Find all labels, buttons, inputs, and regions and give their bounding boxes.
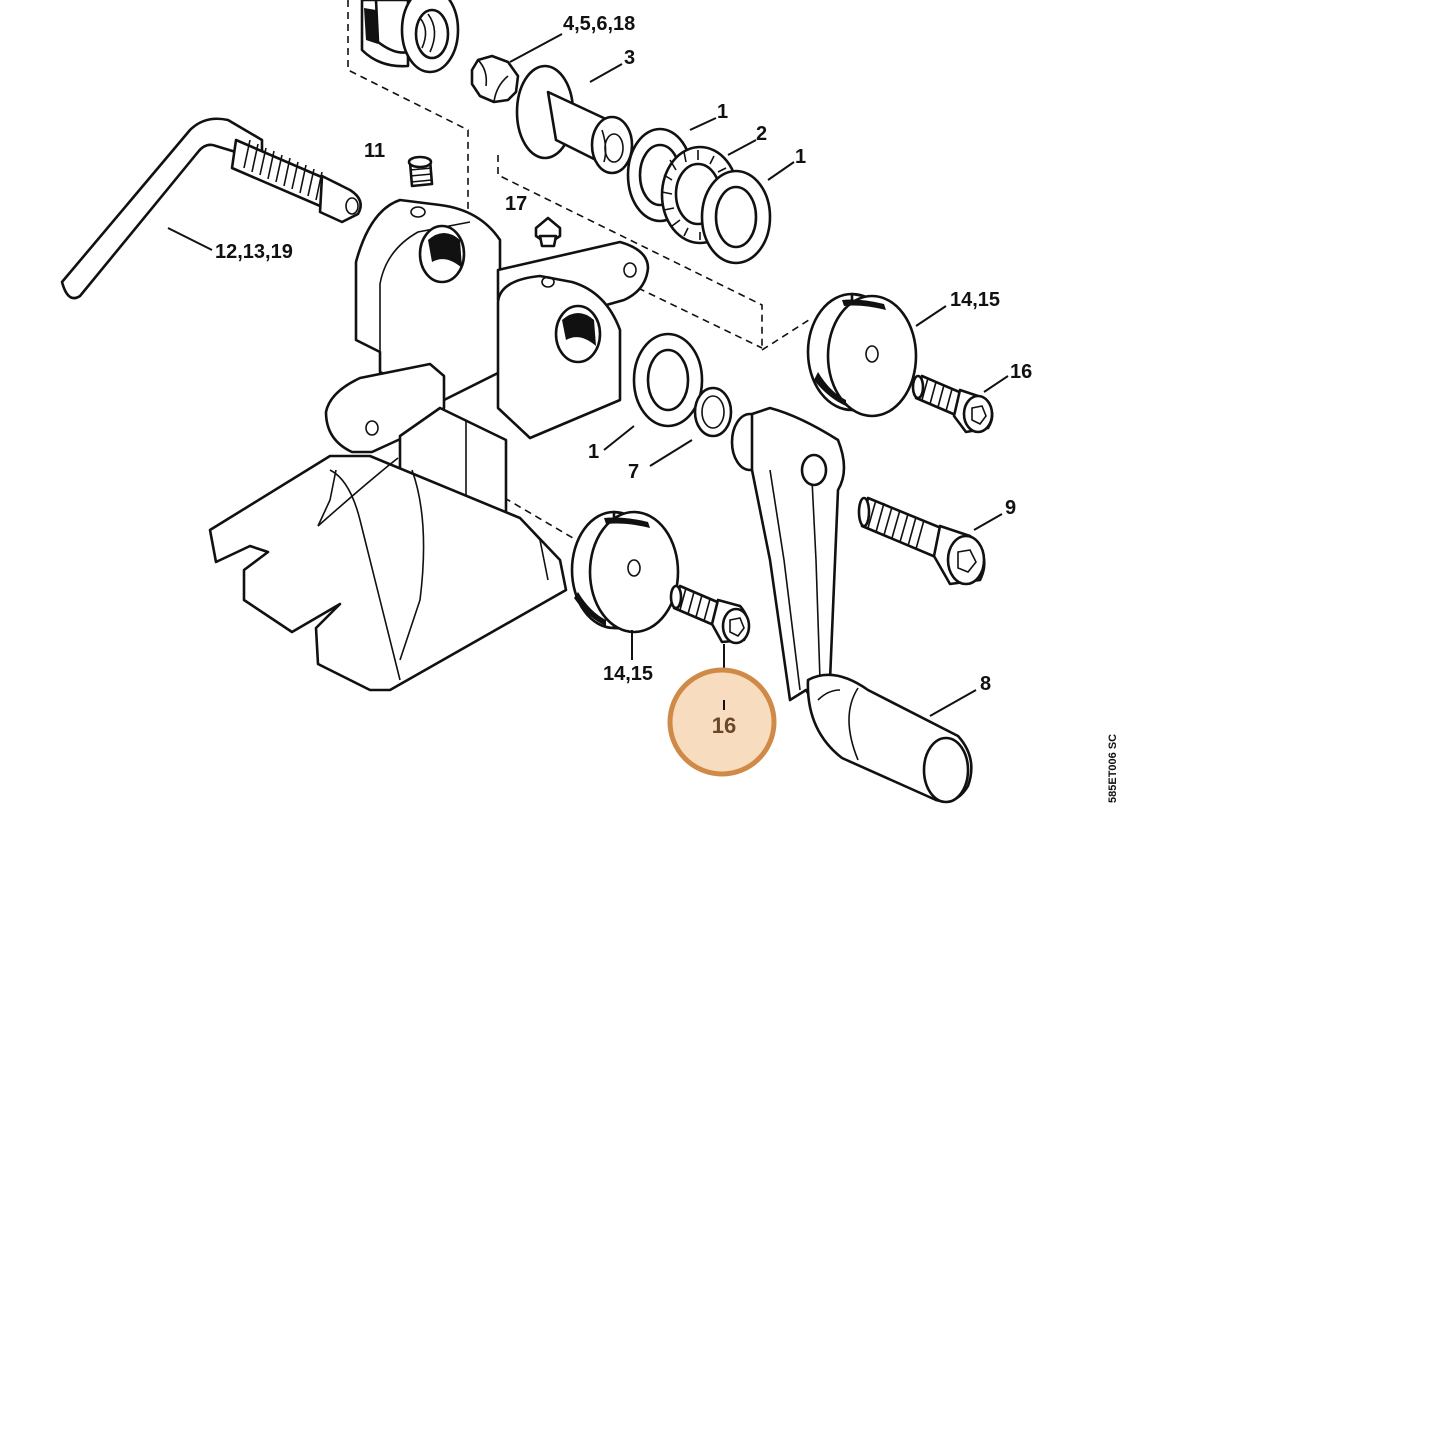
callout-labels: 4,5,6,18 3 1 2 1 11 17 12,13,19 14,15 16… xyxy=(215,13,1032,695)
threaded-bushing xyxy=(360,0,460,74)
cap-screw-long xyxy=(857,496,986,586)
pulley-upper xyxy=(806,292,918,418)
callout-14-15-upper: 14,15 xyxy=(950,289,1000,311)
callout-12-13-19: 12,13,19 xyxy=(215,241,293,263)
drawing-code: 585ET006 SC xyxy=(1107,734,1119,803)
crank-handle xyxy=(730,406,973,804)
stand-body xyxy=(208,198,650,692)
callout-7: 7 xyxy=(628,461,639,483)
spindle-bar xyxy=(60,117,362,300)
callout-17: 17 xyxy=(505,193,527,215)
washer-1c xyxy=(632,332,704,428)
cap-screw-lower xyxy=(669,584,751,645)
highlighted-callout-label: 16 xyxy=(712,713,736,738)
callout-14-15-lower: 14,15 xyxy=(603,663,653,685)
callout-1-washer-a: 1 xyxy=(717,101,728,123)
callout-8: 8 xyxy=(980,673,991,695)
spacer-sleeve xyxy=(515,64,634,175)
callout-3: 3 xyxy=(624,47,635,69)
callout-1-washer-b: 1 xyxy=(795,146,806,168)
set-screw xyxy=(407,155,434,188)
circlip xyxy=(693,386,733,438)
callout-16-upper: 16 xyxy=(1010,361,1032,383)
callout-2: 2 xyxy=(756,123,767,145)
grease-nipple xyxy=(534,216,562,248)
cap-screw-upper xyxy=(911,374,994,434)
highlighted-callout[interactable]: 16 xyxy=(667,667,777,777)
pulley-lower xyxy=(570,510,680,634)
callout-9: 9 xyxy=(1005,497,1016,519)
washer-1b xyxy=(700,169,772,265)
hex-nut xyxy=(470,54,520,104)
callout-1-washer-c: 1 xyxy=(588,441,599,463)
callout-11: 11 xyxy=(364,140,385,162)
callout-4-5-6-18: 4,5,6,18 xyxy=(563,13,635,35)
